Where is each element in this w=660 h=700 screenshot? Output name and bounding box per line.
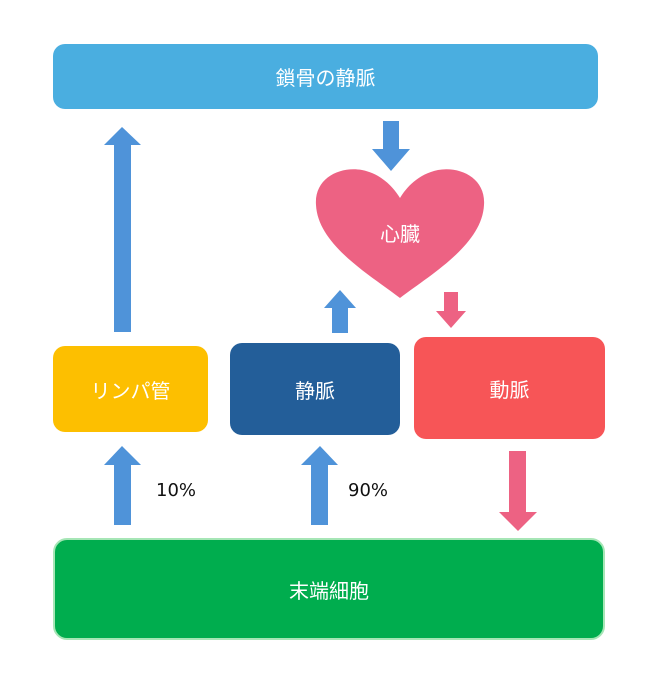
subclavian-vein-label: 鎖骨の静脈 [275, 66, 376, 90]
arrow-up-cells-to-vein [301, 446, 338, 525]
peripheral-cells-label: 末端細胞 [289, 578, 369, 603]
heart-shape [315, 169, 485, 298]
arrow-up-vein-to-heart [324, 290, 356, 333]
vein-percent-label: 90% [348, 480, 389, 501]
artery-box: 動脈 [414, 337, 605, 439]
arrow-down-heart-to-artery [436, 292, 466, 328]
arrow-up-cells-to-lymph [104, 446, 141, 525]
lymph-percent-label: 10% [156, 480, 197, 501]
subclavian-vein-box: 鎖骨の静脈 [53, 44, 598, 109]
heart-label: 心臓 [380, 222, 420, 246]
arrow-down-to-heart [372, 121, 410, 171]
arrow-up-lymph-to-subclavian [104, 127, 141, 332]
vein-box: 静脈 [230, 343, 400, 435]
artery-label: 動脈 [489, 377, 530, 402]
lymph-vessel-box: リンパ管 [53, 346, 208, 432]
lymph-vessel-label: リンパ管 [90, 378, 171, 403]
peripheral-cells-box: 末端細胞 [53, 538, 605, 640]
arrow-down-artery-to-cells [499, 451, 537, 531]
vein-label: 静脈 [295, 378, 335, 403]
